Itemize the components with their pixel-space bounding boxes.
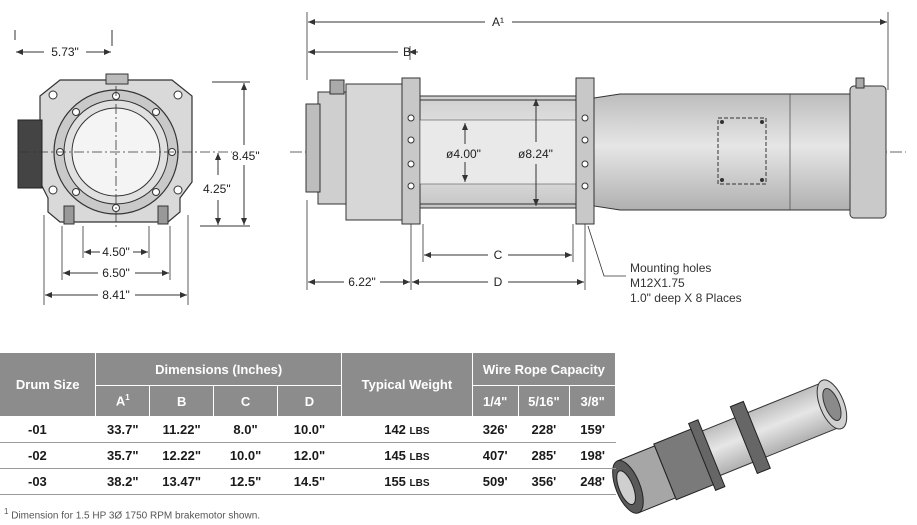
winch-illustration — [612, 379, 848, 514]
cell-cap-2: 285' — [518, 442, 570, 469]
cell-drum: -01 — [0, 416, 96, 443]
cell-cap-3: 159' — [569, 416, 616, 443]
header-weight: Typical Weight — [341, 353, 473, 417]
cell-cap-2: 228' — [518, 416, 570, 443]
cell-d: 10.0" — [277, 416, 342, 443]
side-view: A¹ B — [290, 12, 906, 305]
table-row: -01 33.7" 11.22" 8.0" 10.0" 142 LBS 326'… — [0, 416, 616, 443]
cell-b: 11.22" — [149, 416, 214, 443]
cell-b: 12.22" — [149, 442, 214, 469]
cell-d: 12.0" — [277, 442, 342, 469]
header-cap-2: 5/16" — [518, 385, 571, 417]
dim-front-width-overall: 8.41" — [102, 288, 130, 302]
header-capacity: Wire Rope Capacity — [472, 353, 617, 386]
dim-front-height-total: 8.45" — [232, 149, 260, 163]
cell-drum: -03 — [0, 468, 96, 495]
dim-c: C — [494, 248, 503, 262]
note-mounting-holes: Mounting holes — [630, 261, 711, 275]
header-drum-size: Drum Size — [0, 353, 97, 417]
header-col-a: A1 — [95, 385, 151, 417]
cell-c: 8.0" — [213, 416, 278, 443]
header-col-c: C — [213, 385, 279, 417]
dim-overall-a: A¹ — [492, 15, 504, 29]
dim-bolt-spacing-inner: 4.50" — [102, 245, 130, 259]
header-cap-1: 1/4" — [472, 385, 519, 417]
cell-weight: 142 LBS — [341, 416, 473, 443]
note-depth: 1.0" deep X 8 Places — [630, 291, 742, 305]
cell-a: 38.2" — [95, 468, 150, 495]
header-cap-3: 3/8" — [569, 385, 616, 417]
dim-b: B — [403, 45, 411, 59]
footnote: 1 Dimension for 1.5 HP 3Ø 1750 RPM brake… — [4, 507, 261, 522]
dim-offset: 6.22" — [348, 275, 376, 289]
dim-front-height-center: 4.25" — [203, 182, 231, 196]
spec-table: Drum Size Dimensions (Inches) Typical We… — [0, 353, 617, 495]
header-col-d: D — [277, 385, 342, 417]
table-row: -02 35.7" 12.22" 10.0" 12.0" 145 LBS 407… — [0, 442, 616, 469]
dim-drum-core: ø4.00" — [446, 147, 481, 161]
header-dimensions: Dimensions (Inches) — [95, 353, 342, 386]
note-thread: M12X1.75 — [630, 276, 685, 290]
header-col-b: B — [149, 385, 215, 417]
cell-b: 13.47" — [149, 468, 214, 495]
cell-weight: 155 LBS — [341, 468, 473, 495]
dim-front-width-top: 5.73" — [51, 45, 79, 59]
cell-a: 33.7" — [95, 416, 150, 443]
cell-weight: 145 LBS — [341, 442, 473, 469]
dim-drum-flange: ø8.24" — [518, 147, 553, 161]
cell-c: 12.5" — [213, 468, 278, 495]
front-view: 5.73" 8.45" — [14, 30, 260, 305]
cell-cap-1: 407' — [472, 442, 518, 469]
cell-drum: -02 — [0, 442, 96, 469]
cell-d: 14.5" — [277, 468, 342, 495]
cell-cap-3: 198' — [569, 442, 616, 469]
dim-d: D — [494, 275, 503, 289]
cell-a: 35.7" — [95, 442, 150, 469]
cell-c: 10.0" — [213, 442, 278, 469]
dim-bolt-spacing-outer: 6.50" — [102, 266, 130, 280]
cell-cap-2: 356' — [518, 468, 570, 495]
cell-cap-3: 248' — [569, 468, 616, 495]
cell-cap-1: 509' — [472, 468, 518, 495]
cell-cap-1: 326' — [472, 416, 518, 443]
table-row: -03 38.2" 13.47" 12.5" 14.5" 155 LBS 509… — [0, 468, 616, 495]
